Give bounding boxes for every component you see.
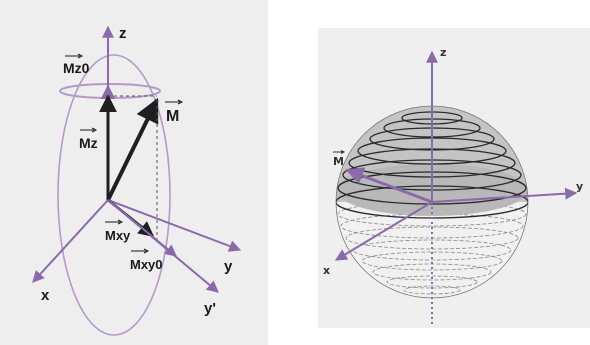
- left-m-label: M: [165, 99, 184, 125]
- left-y-prime-label: y': [204, 300, 216, 317]
- svg-text:Mxy: Mxy: [105, 228, 131, 243]
- left-y-label: y: [224, 258, 233, 275]
- precession-ellipse: [57, 54, 171, 336]
- left-z-label: z: [119, 25, 127, 42]
- left-panel: z Mz0 M Mz Mxy Mxy0 y y' x: [0, 0, 268, 345]
- mxy0-arrow: [107, 199, 177, 257]
- svg-text:Mxy0: Mxy0: [130, 257, 163, 272]
- left-mz0-label: Mz0: [63, 53, 90, 76]
- left-x-label: x: [41, 287, 50, 304]
- m-vector: [106, 97, 159, 201]
- svg-text:M: M: [333, 155, 344, 168]
- right-x-axis: [334, 201, 433, 261]
- left-mxy-label: Mxy: [105, 219, 131, 243]
- right-m-label: M: [333, 150, 346, 168]
- svg-text:Mz0: Mz0: [63, 60, 90, 76]
- right-x-label: x: [323, 264, 330, 277]
- y-axis: [107, 199, 242, 252]
- right-panel: z y x M: [318, 28, 590, 328]
- svg-text:Mz: Mz: [79, 135, 98, 151]
- left-mz-label: Mz: [79, 127, 98, 151]
- left-scan-background: [0, 0, 268, 345]
- right-y-axis: [431, 187, 578, 203]
- right-y-label: y: [576, 180, 583, 193]
- x-axis: [32, 199, 109, 283]
- left-mxy0-label: Mxy0: [130, 248, 163, 272]
- right-z-label: z: [440, 46, 446, 59]
- svg-text:M: M: [166, 108, 179, 125]
- right-m-vector: [345, 167, 433, 204]
